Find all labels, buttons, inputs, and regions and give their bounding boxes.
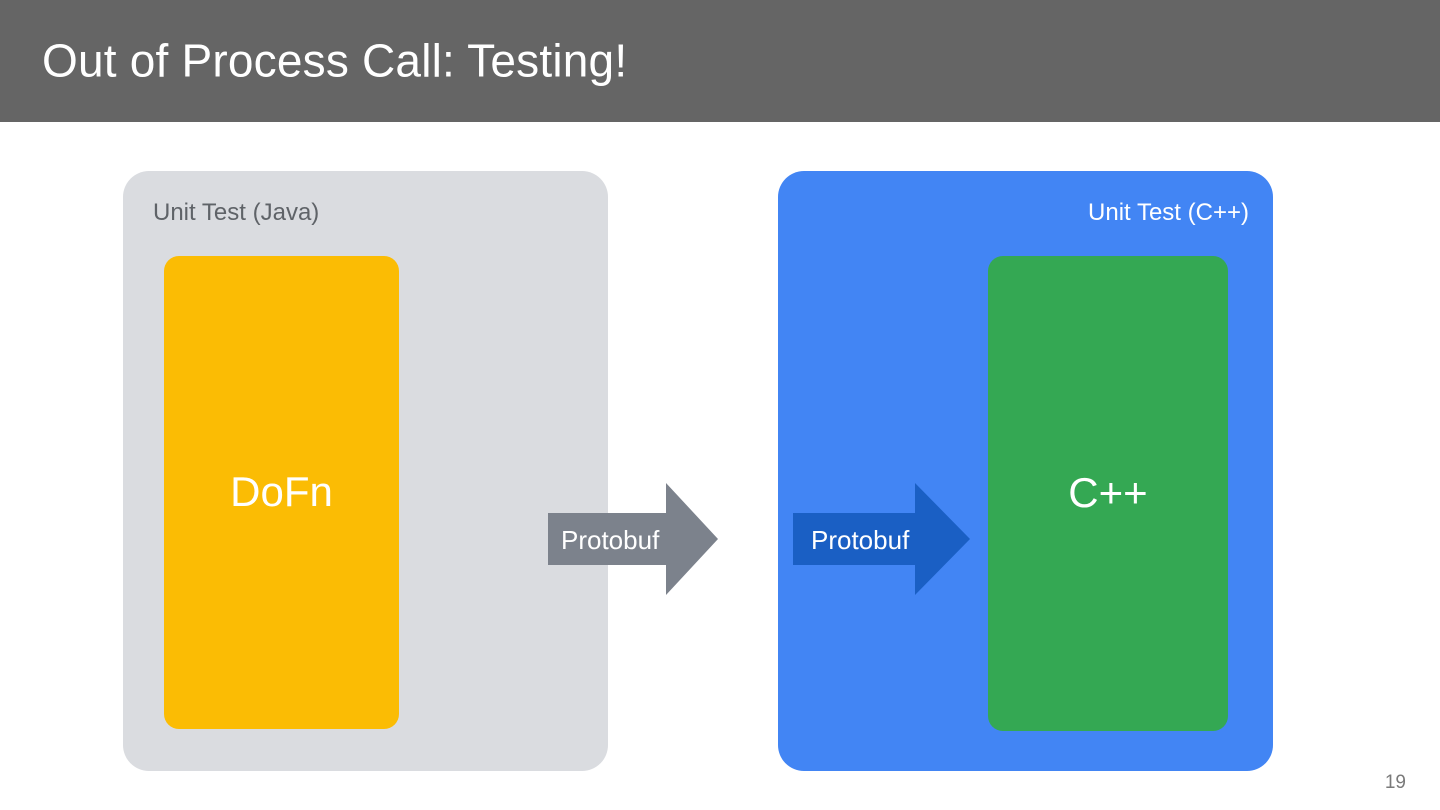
arrow-protobuf-inbound: Protobuf	[793, 483, 970, 595]
panel-label-unit-test-java: Unit Test (Java)	[153, 199, 320, 226]
arrow-protobuf-outbound: Protobuf	[548, 483, 718, 595]
panel-unit-test-cpp: Unit Test (C++) Protobuf C++	[778, 171, 1273, 771]
panel-unit-test-java: Unit Test (Java) DoFn Protobuf	[123, 171, 718, 771]
arrow-right-icon	[548, 483, 718, 595]
page-number: 19	[1384, 772, 1406, 793]
panel-label-unit-test-cpp: Unit Test (C++)	[1088, 199, 1249, 226]
arrow-right-icon	[793, 483, 970, 595]
box-dofn: DoFn	[164, 256, 399, 729]
slide-header-bar: Out of Process Call: Testing!	[0, 0, 1440, 122]
arrow-protobuf-inbound-label: Protobuf	[811, 525, 910, 555]
slide-content-area: Unit Test (Java) DoFn Protobuf Unit Test…	[0, 122, 1440, 810]
box-cpp: C++	[988, 256, 1228, 731]
box-dofn-label: DoFn	[230, 468, 333, 516]
arrow-protobuf-outbound-label: Protobuf	[561, 525, 660, 555]
page-title: Out of Process Call: Testing!	[42, 34, 628, 87]
box-cpp-label: C++	[1068, 469, 1148, 517]
